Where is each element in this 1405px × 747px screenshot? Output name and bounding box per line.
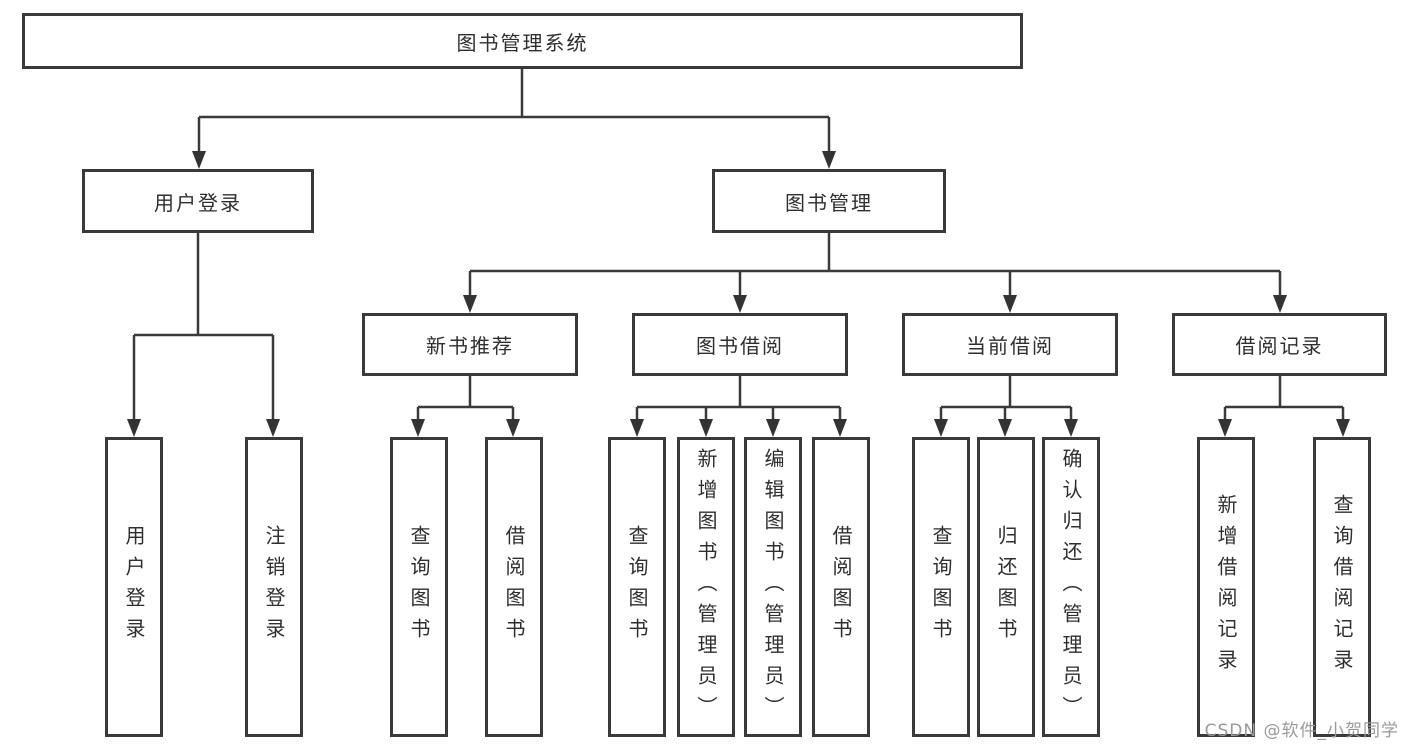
- watermark: CSDN @软件_小贺同学: [1204, 721, 1399, 741]
- arrowhead: [1064, 419, 1078, 437]
- arrowhead: [1336, 419, 1350, 437]
- node-user-login: 用户登录: [82, 169, 314, 233]
- leaf-borrow-books: 借阅图书: [812, 437, 870, 737]
- leaf-add-borrow-record: 新增借阅记录: [1197, 437, 1255, 737]
- leaf-search-books-recommend: 查询图书: [390, 437, 448, 737]
- leaf-search-books-borrowing: 查询图书: [608, 437, 666, 737]
- leaf-return-books: 归还图书: [977, 437, 1035, 737]
- arrowhead: [934, 419, 948, 437]
- node-book-borrowing: 图书借阅: [632, 313, 848, 376]
- arrowhead: [192, 151, 206, 169]
- leaf-edit-books-admin: 编辑图书（管理员）: [744, 437, 802, 737]
- leaf-search-borrow-record: 查询借阅记录: [1313, 437, 1371, 737]
- leaf-search-books-current: 查询图书: [912, 437, 970, 737]
- arrowhead: [630, 419, 644, 437]
- leaf-borrow-books-recommend: 借阅图书: [485, 437, 543, 737]
- arrowhead: [1273, 295, 1287, 313]
- arrowhead: [506, 419, 520, 437]
- arrowhead: [463, 295, 477, 313]
- node-root-library-system: 图书管理系统: [22, 13, 1023, 69]
- node-new-book-recommendation: 新书推荐: [362, 313, 578, 376]
- node-borrowing-records: 借阅记录: [1172, 313, 1387, 376]
- leaf-confirm-return-admin: 确认归还（管理员）: [1042, 437, 1100, 737]
- arrowhead: [998, 419, 1012, 437]
- leaf-logout: 注销登录: [245, 437, 303, 737]
- arrowhead: [1003, 295, 1017, 313]
- leaf-add-books-admin: 新增图书（管理员）: [677, 437, 735, 737]
- node-current-borrowing: 当前借阅: [902, 313, 1118, 376]
- arrowheads: [127, 151, 1350, 437]
- arrowhead: [411, 419, 425, 437]
- arrowhead: [766, 419, 780, 437]
- arrowhead: [833, 419, 847, 437]
- arrowhead: [699, 419, 713, 437]
- connector-paths: [132, 69, 1345, 419]
- arrowhead: [733, 295, 747, 313]
- arrowhead: [266, 419, 280, 437]
- arrowhead: [1218, 419, 1232, 437]
- node-book-management: 图书管理: [712, 169, 946, 233]
- arrowhead: [822, 151, 836, 169]
- leaf-user-login: 用户登录: [105, 437, 163, 737]
- arrowhead: [127, 419, 141, 437]
